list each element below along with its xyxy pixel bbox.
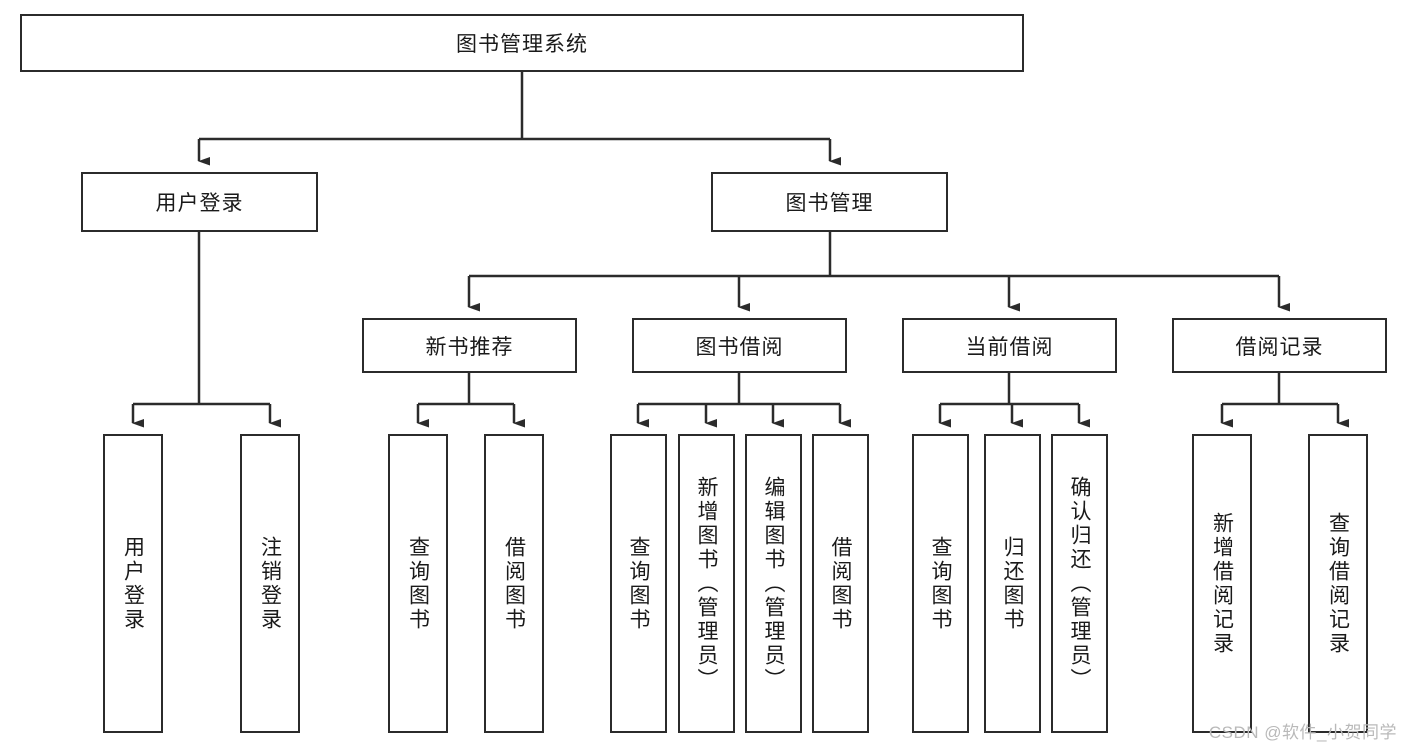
node-leaf-borrow-book[interactable]: 借阅图书 bbox=[812, 434, 869, 733]
node-leaf-confirm-return-admin-label: 确认归还（管理员） bbox=[1068, 475, 1091, 692]
node-leaf-query-book-borrow[interactable]: 查询图书 bbox=[610, 434, 667, 733]
node-book-borrow-label: 图书借阅 bbox=[695, 335, 784, 359]
node-borrow-record[interactable]: 借阅记录 bbox=[1172, 318, 1387, 373]
node-leaf-add-borrow-record[interactable]: 新增借阅记录 bbox=[1192, 434, 1252, 733]
node-leaf-logout-label: 注销登录 bbox=[258, 535, 282, 632]
node-leaf-user-login-label: 用户登录 bbox=[121, 535, 145, 632]
node-leaf-add-borrow-record-label: 新增借阅记录 bbox=[1210, 511, 1234, 656]
node-user-login[interactable]: 用户登录 bbox=[81, 172, 318, 232]
node-leaf-borrow-book-label: 借阅图书 bbox=[829, 535, 852, 632]
node-leaf-edit-book-admin[interactable]: 编辑图书（管理员） bbox=[745, 434, 802, 733]
node-leaf-query-borrow-record[interactable]: 查询借阅记录 bbox=[1308, 434, 1368, 733]
node-user-login-label: 用户登录 bbox=[155, 192, 244, 215]
node-leaf-query-borrow-record-label: 查询借阅记录 bbox=[1326, 511, 1350, 656]
node-leaf-borrow-book-recommend-label: 借阅图书 bbox=[502, 535, 526, 632]
node-book-manage[interactable]: 图书管理 bbox=[711, 172, 948, 232]
node-leaf-query-book-borrow-label: 查询图书 bbox=[627, 535, 650, 632]
node-leaf-add-book-admin[interactable]: 新增图书（管理员） bbox=[678, 434, 735, 733]
node-root-label: 图书管理系统 bbox=[456, 33, 588, 56]
node-new-book-recommend[interactable]: 新书推荐 bbox=[362, 318, 577, 373]
node-leaf-return-book[interactable]: 归还图书 bbox=[984, 434, 1041, 733]
csdn-watermark: CSDN @软件_小贺同学 bbox=[1208, 723, 1397, 742]
node-leaf-edit-book-admin-label: 编辑图书（管理员） bbox=[762, 475, 785, 692]
node-root[interactable]: 图书管理系统 bbox=[20, 14, 1024, 72]
node-book-manage-label: 图书管理 bbox=[785, 192, 874, 215]
node-leaf-confirm-return-admin[interactable]: 确认归还（管理员） bbox=[1051, 434, 1108, 733]
node-leaf-user-login[interactable]: 用户登录 bbox=[103, 434, 163, 733]
node-leaf-add-book-admin-label: 新增图书（管理员） bbox=[695, 475, 718, 692]
node-leaf-query-book-current-label: 查询图书 bbox=[929, 535, 952, 632]
node-leaf-query-book-recommend-label: 查询图书 bbox=[406, 535, 430, 632]
node-new-book-recommend-label: 新书推荐 bbox=[425, 335, 514, 359]
node-leaf-query-book-recommend[interactable]: 查询图书 bbox=[388, 434, 448, 733]
node-leaf-logout[interactable]: 注销登录 bbox=[240, 434, 300, 733]
node-leaf-borrow-book-recommend[interactable]: 借阅图书 bbox=[484, 434, 544, 733]
node-book-borrow[interactable]: 图书借阅 bbox=[632, 318, 847, 373]
node-leaf-return-book-label: 归还图书 bbox=[1001, 535, 1024, 632]
node-leaf-query-book-current[interactable]: 查询图书 bbox=[912, 434, 969, 733]
node-current-borrow[interactable]: 当前借阅 bbox=[902, 318, 1117, 373]
node-borrow-record-label: 借阅记录 bbox=[1235, 335, 1324, 359]
node-current-borrow-label: 当前借阅 bbox=[965, 335, 1054, 359]
